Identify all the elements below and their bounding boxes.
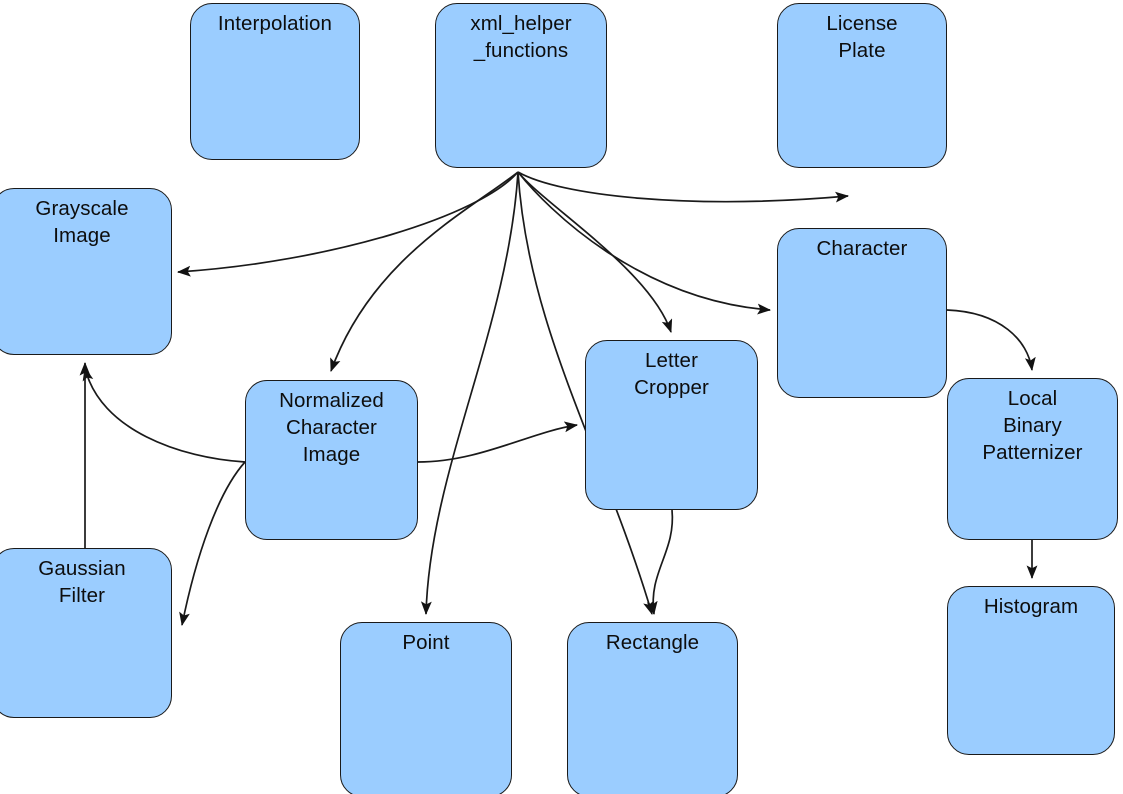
node-interpolation[interactable]: Interpolation bbox=[190, 3, 360, 160]
edge-norm-gaussian bbox=[179, 461, 246, 626]
node-label-rectangle: Rectangle bbox=[605, 631, 700, 654]
node-label-interpolation: Interpolation bbox=[217, 12, 333, 35]
edge-norm-grayscale bbox=[82, 367, 246, 463]
node-license_plate[interactable]: License Plate bbox=[777, 3, 947, 168]
node-label-normalized: Normalized Character Image bbox=[279, 389, 384, 466]
node-lbp[interactable]: Local Binary Patternizer bbox=[947, 378, 1118, 540]
node-histogram[interactable]: Histogram bbox=[947, 586, 1115, 755]
node-character[interactable]: Character bbox=[777, 228, 947, 398]
edge-xml-normalized bbox=[330, 171, 519, 372]
node-label-xml_helper: xml_helper _functions bbox=[470, 12, 572, 62]
node-label-license_plate: License Plate bbox=[826, 12, 898, 62]
edge-char-lbp bbox=[946, 309, 1036, 372]
node-label-histogram: Histogram bbox=[983, 595, 1079, 618]
node-normalized[interactable]: Normalized Character Image bbox=[245, 380, 418, 540]
edge-norm-letter bbox=[417, 421, 579, 463]
node-label-gaussian: Gaussian Filter bbox=[38, 557, 126, 607]
edge-xml-letter bbox=[517, 171, 673, 333]
node-label-lbp: Local Binary Patternizer bbox=[982, 387, 1083, 464]
node-point[interactable]: Point bbox=[340, 622, 512, 794]
edge-xml-license bbox=[517, 171, 850, 203]
edge-letter-rect bbox=[646, 509, 674, 616]
node-rectangle[interactable]: Rectangle bbox=[567, 622, 738, 794]
node-gaussian[interactable]: Gaussian Filter bbox=[0, 548, 172, 718]
node-label-grayscale: Grayscale Image bbox=[35, 197, 129, 247]
edge-xml-point bbox=[420, 171, 519, 616]
node-label-point: Point bbox=[402, 631, 450, 654]
node-label-character: Character bbox=[816, 237, 908, 260]
node-label-letter_cropper: Letter Cropper bbox=[634, 349, 709, 399]
node-xml_helper[interactable]: xml_helper _functions bbox=[435, 3, 607, 168]
edge-xml-character bbox=[517, 171, 772, 315]
edge-xml-grayscale bbox=[176, 171, 519, 277]
node-letter_cropper[interactable]: Letter Cropper bbox=[585, 340, 758, 510]
node-grayscale[interactable]: Grayscale Image bbox=[0, 188, 172, 355]
